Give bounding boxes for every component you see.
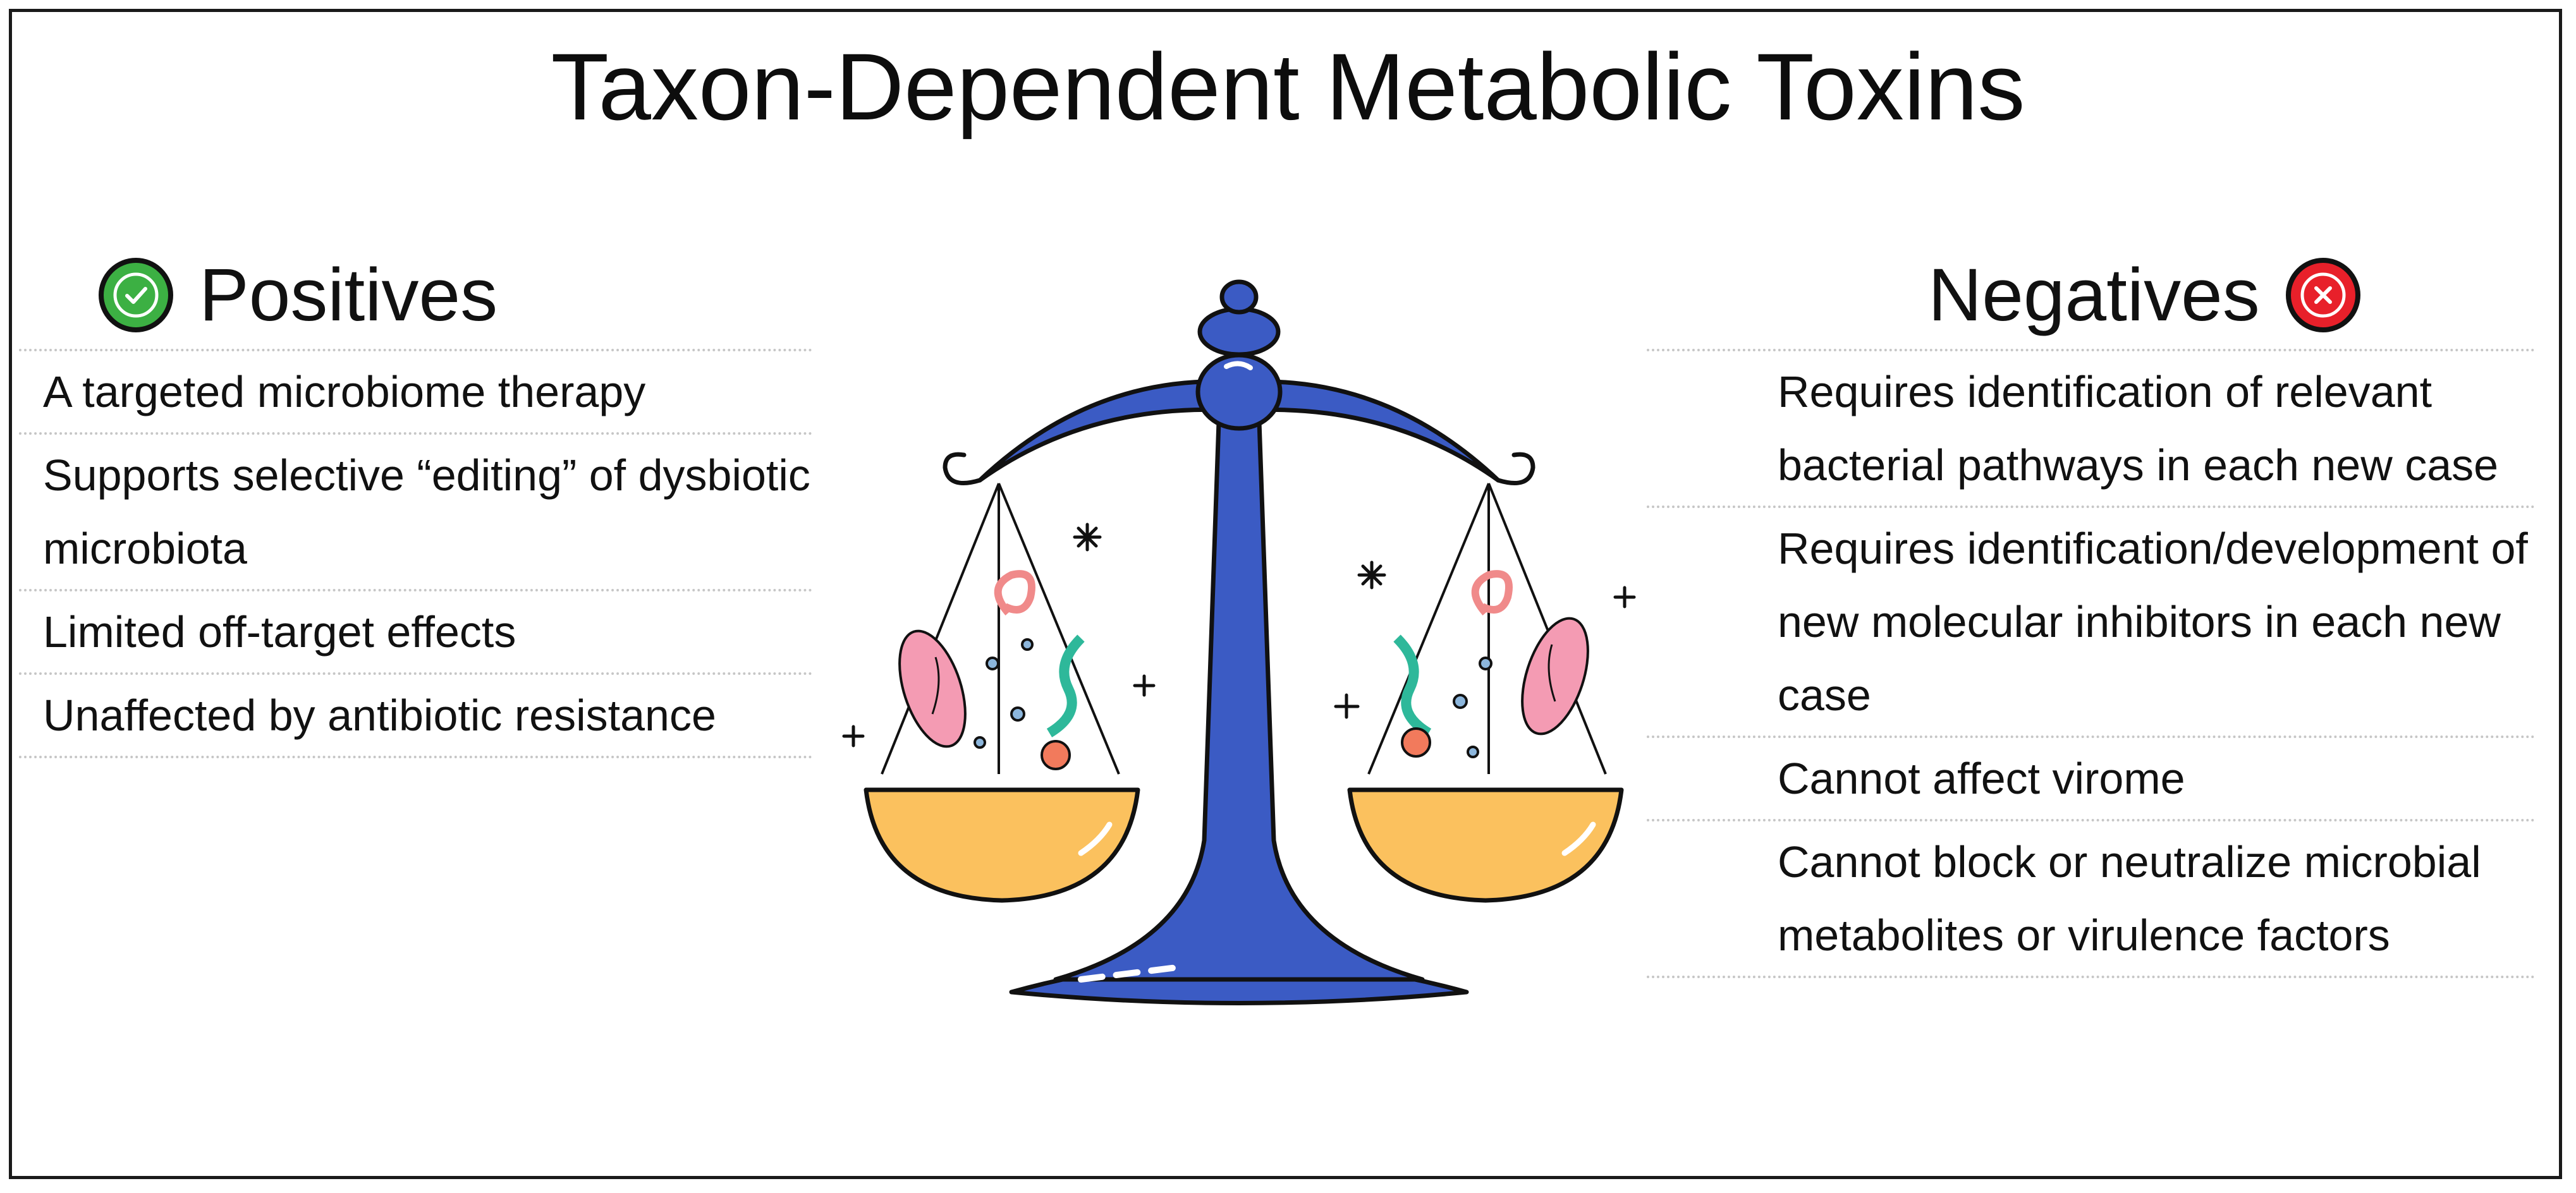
positives-heading: Positives bbox=[98, 248, 497, 342]
negative-item: Requires identification of relevant bact… bbox=[1647, 351, 2535, 508]
positives-list: A targeted microbiome therapy Supports s… bbox=[19, 349, 812, 758]
negatives-heading-label: Negatives bbox=[1928, 253, 2260, 337]
negatives-list: Requires identification of relevant bact… bbox=[1647, 349, 2535, 978]
positive-item: Limited off-target effects bbox=[19, 591, 812, 675]
negative-item: Requires identification/development of n… bbox=[1647, 508, 2535, 738]
negatives-heading: Negatives bbox=[1928, 248, 2361, 342]
positive-item: Unaffected by antibiotic resistance bbox=[19, 675, 812, 758]
slide-title: Taxon-Dependent Metabolic Toxins bbox=[551, 33, 2025, 140]
positive-item: Supports selective “editing” of dysbioti… bbox=[19, 435, 812, 591]
negative-item: Cannot block or neutralize microbial met… bbox=[1647, 821, 2535, 978]
negative-item: Cannot affect virome bbox=[1647, 738, 2535, 821]
x-icon bbox=[2285, 258, 2360, 332]
positives-heading-label: Positives bbox=[199, 253, 498, 337]
balance-scale-icon bbox=[842, 279, 1636, 1005]
positive-item: A targeted microbiome therapy bbox=[19, 351, 812, 435]
check-icon bbox=[99, 258, 173, 332]
